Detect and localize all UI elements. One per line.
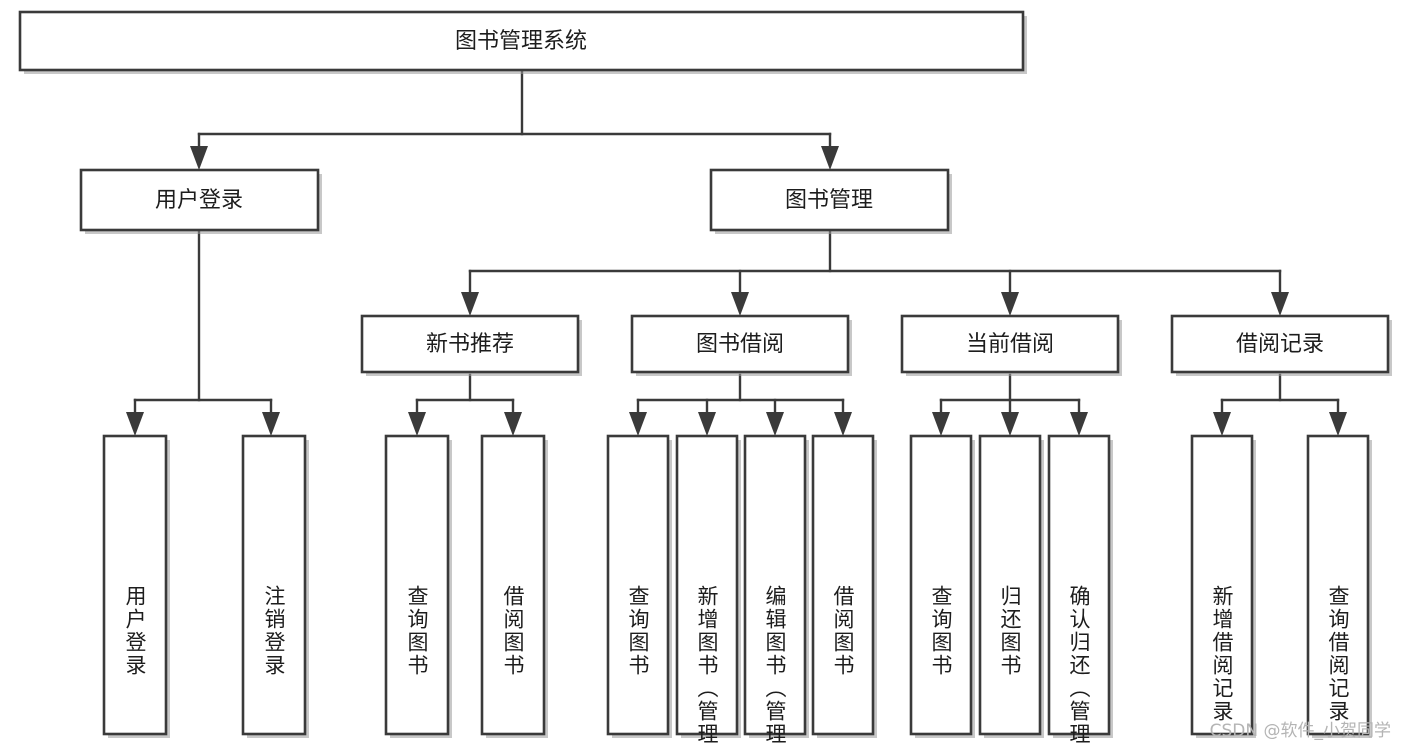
arrow-to-leaf-nb-borrow	[504, 412, 522, 436]
book-manage-box[interactable]	[709, 168, 950, 232]
leaf-logout-box[interactable]	[241, 434, 307, 736]
leaf-user-login-box[interactable]	[102, 434, 168, 736]
arrow-to-leaf-bb-edit	[766, 412, 784, 436]
leaf-logout-label: 注销登录	[262, 585, 286, 677]
node-new-book-recommend[interactable]: 新书推荐	[360, 314, 582, 376]
leaf-nb-borrow-label: 借阅图书	[501, 585, 525, 677]
arrow-to-leaf-cb-return	[1001, 412, 1019, 436]
leaf-bb-borrow-box[interactable]	[811, 434, 875, 736]
arrow-to-leaf-bb-add	[698, 412, 716, 436]
leaf-cb-query-label: 查询图书	[929, 585, 953, 677]
leaf-br-query-box[interactable]	[1306, 434, 1370, 736]
leaf-nb-query-box[interactable]	[384, 434, 450, 736]
node-user-login[interactable]: 用户登录	[79, 168, 322, 234]
leaf-user-login[interactable]: 用户登录	[102, 434, 170, 738]
leaf-nb-query-label: 查询图书	[405, 585, 429, 677]
leaf-bb-query-book[interactable]: 查询图书	[606, 434, 672, 738]
node-book-borrow[interactable]: 图书借阅	[630, 314, 852, 376]
arrow-to-leaf-nb-query	[408, 412, 426, 436]
current-borrow-box[interactable]	[900, 314, 1120, 374]
leaf-br-query-record[interactable]: 查询借阅记录	[1306, 434, 1372, 738]
book-borrow-label: 图书借阅	[696, 332, 784, 357]
arrow-to-leaf-user-login	[126, 412, 144, 436]
leaf-logout[interactable]: 注销登录	[241, 434, 309, 738]
leaf-br-add-record[interactable]: 新增借阅记录	[1190, 434, 1256, 738]
node-borrow-record[interactable]: 借阅记录	[1170, 314, 1392, 376]
leaf-nb-borrow-box[interactable]	[480, 434, 546, 736]
user-login-label: 用户登录	[155, 188, 243, 213]
leaf-cb-confirm-return[interactable]: 确认归还（管理员）	[1047, 434, 1113, 747]
user-login-box[interactable]	[79, 168, 320, 232]
leaf-cb-confirm-box[interactable]	[1047, 434, 1111, 736]
current-borrow-label: 当前借阅	[966, 332, 1054, 357]
leaf-cb-return-box[interactable]	[978, 434, 1042, 736]
root-label: 图书管理系统	[455, 29, 587, 54]
book-manage-label: 图书管理	[785, 188, 873, 213]
node-root-system[interactable]: 图书管理系统	[18, 10, 1027, 74]
arrow-to-book-borrow	[731, 292, 749, 316]
leaf-bb-add-book[interactable]: 新增图书（管理员）	[675, 434, 741, 747]
leaf-cb-return-label: 归还图书	[998, 585, 1022, 677]
arrow-to-leaf-cb-confirm	[1070, 412, 1088, 436]
root-box[interactable]	[18, 10, 1025, 72]
arrow-to-leaf-bb-borrow	[834, 412, 852, 436]
leaf-br-add-label: 新增借阅记录	[1210, 585, 1234, 723]
leaf-cb-confirm-label: 确认归还（管理员）	[1067, 585, 1091, 747]
arrow-to-leaf-br-add	[1213, 412, 1231, 436]
arrow-to-new-book-recommend	[461, 292, 479, 316]
leaf-bb-borrow-book[interactable]: 借阅图书	[811, 434, 877, 738]
leaf-bb-edit-label: 编辑图书（管理员）	[763, 585, 787, 747]
leaf-br-query-label: 查询借阅记录	[1326, 585, 1350, 723]
arrow-to-leaf-br-query	[1329, 412, 1347, 436]
leaf-nb-query-book[interactable]: 查询图书	[384, 434, 452, 738]
borrow-record-box[interactable]	[1170, 314, 1390, 374]
arrow-to-current-borrow	[1001, 292, 1019, 316]
leaf-user-login-label: 用户登录	[123, 585, 147, 677]
leaf-bb-query-label: 查询图书	[626, 585, 650, 677]
arrow-to-book-manage	[821, 146, 839, 170]
leaf-bb-borrow-label: 借阅图书	[831, 585, 855, 677]
connector-layer	[126, 68, 1347, 436]
leaf-bb-edit-box[interactable]	[743, 434, 807, 736]
leaf-cb-return-book[interactable]: 归还图书	[978, 434, 1044, 738]
arrow-to-borrow-record	[1271, 292, 1289, 316]
leaf-bb-edit-book[interactable]: 编辑图书（管理员）	[743, 434, 809, 747]
arrow-to-leaf-bb-query	[629, 412, 647, 436]
node-book-manage[interactable]: 图书管理	[709, 168, 952, 234]
borrow-record-label: 借阅记录	[1236, 332, 1324, 357]
leaf-cb-query-box[interactable]	[909, 434, 973, 736]
book-borrow-box[interactable]	[630, 314, 850, 374]
arrow-to-leaf-cb-query	[932, 412, 950, 436]
leaf-cb-query-book[interactable]: 查询图书	[909, 434, 975, 738]
arrow-to-user-login	[190, 146, 208, 170]
node-current-borrow[interactable]: 当前借阅	[900, 314, 1122, 376]
leaf-bb-query-box[interactable]	[606, 434, 670, 736]
leaf-bb-add-label: 新增图书（管理员）	[695, 585, 719, 747]
new-book-box[interactable]	[360, 314, 580, 374]
new-book-label: 新书推荐	[426, 332, 514, 357]
leaf-nb-borrow-book[interactable]: 借阅图书	[480, 434, 548, 738]
leaf-bb-add-box[interactable]	[675, 434, 739, 736]
leaf-br-add-box[interactable]	[1190, 434, 1254, 736]
arrow-to-leaf-logout	[262, 412, 280, 436]
